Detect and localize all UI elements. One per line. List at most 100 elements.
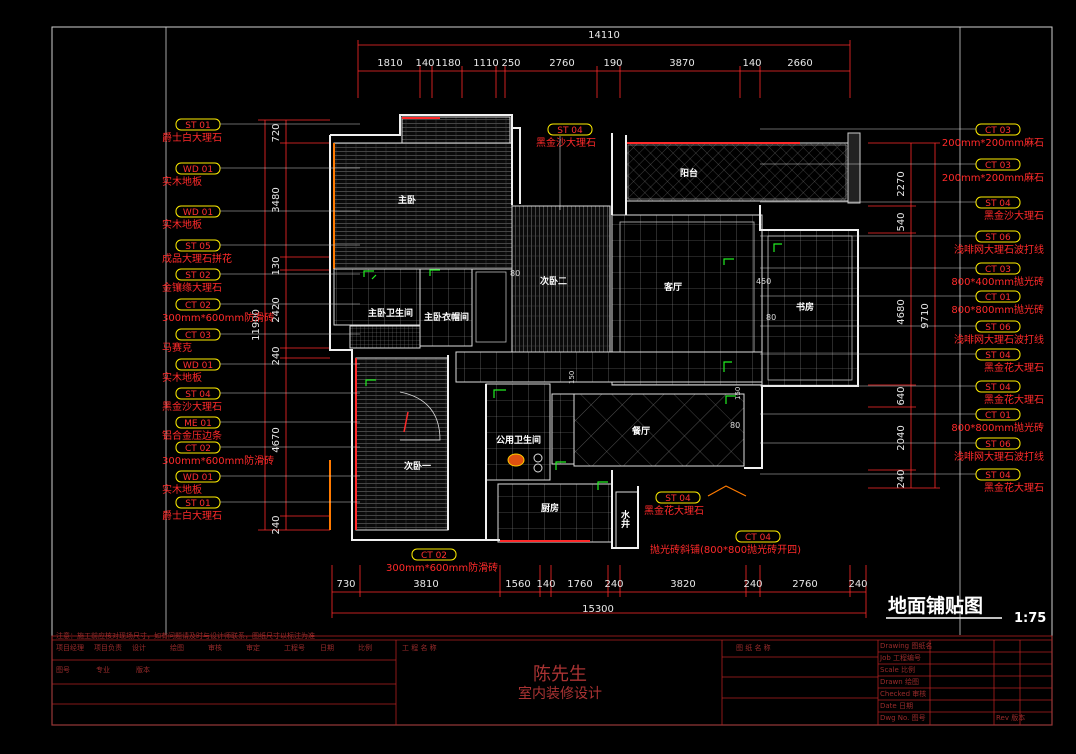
tag-text: 浅啡网大理石波打线 (954, 333, 1044, 346)
dim-top-seg: 3870 (669, 58, 694, 69)
tag-code: ME 01 (184, 419, 212, 429)
svg-text:150: 150 (734, 387, 742, 400)
dim-left-seg: 240 (271, 515, 282, 534)
tag-code: ST 04 (985, 351, 1011, 361)
tag-pill (975, 468, 1021, 481)
title-block-note: 注意：施工前应核对现场尺寸，如有问题请及时与设计师联系，图纸尺寸以标注为准 (56, 631, 315, 640)
tag-text: 800*800mm抛光砖 (951, 421, 1044, 434)
tag-text: 实木地板 (162, 218, 202, 231)
tag-text: 浅啡网大理石波打线 (954, 450, 1044, 463)
tag-code: ST 06 (985, 233, 1011, 243)
label-public-bath: 公用卫生间 (496, 434, 541, 446)
tag-text: 黑金花大理石 (984, 361, 1044, 374)
tag-pill (975, 123, 1021, 136)
tag-text: 实木地板 (162, 371, 202, 384)
svg-text:150: 150 (568, 371, 576, 384)
dim-bottom-seg: 1560 (505, 579, 530, 590)
green-fixtures (363, 243, 782, 490)
svg-text:CT 02: CT 02 (421, 551, 447, 561)
client-name: 陈先生 (533, 664, 587, 685)
center-tag-4: CT 02 300mm*600mm防滑砖 (386, 548, 498, 574)
tag-pill (975, 196, 1021, 209)
tag-code: ST 06 (985, 440, 1011, 450)
svg-text:黑金花大理石: 黑金花大理石 (644, 504, 704, 517)
tag-code: WD 01 (183, 361, 213, 371)
room-balcony (625, 142, 849, 202)
tag-text: 黑金花大理石 (984, 393, 1044, 406)
label-water-shaft: 水井 (619, 509, 630, 529)
tag-pill (175, 470, 221, 483)
tag-code: CT 01 (985, 411, 1011, 421)
tb-cell: 项目经理 (56, 643, 84, 652)
drawing-scale: 1:75 (1014, 611, 1046, 626)
dim-left-seg: 3480 (271, 187, 282, 212)
svg-text:ST 04: ST 04 (557, 126, 583, 136)
room-kitchen (497, 483, 613, 543)
tag-code: CT 02 (185, 301, 211, 311)
tag-code: CT 03 (185, 331, 211, 341)
center-tag-1: ST 04 黑金沙大理石 (536, 123, 596, 210)
tag-code: WD 01 (183, 165, 213, 175)
tag-pill (975, 290, 1021, 303)
bottom-dimensions (331, 565, 867, 618)
tag-pill (975, 380, 1021, 393)
tb-cell: 比例 (358, 643, 372, 652)
top-dimensions (357, 40, 851, 98)
dim-right-seg: 640 (896, 386, 907, 405)
tb-right-cell: Date 日期 (880, 702, 913, 710)
dim-top-segments: 1810 140 1180 1110 250 2760 190 3870 140… (377, 58, 812, 69)
label-dining: 餐厅 (631, 425, 650, 437)
label-balcony: 阳台 (680, 167, 698, 179)
label-second-bedroom-1: 次卧一 (404, 460, 431, 472)
small-notes: 450 80 80 150 150 80 (510, 269, 776, 430)
room-second-bedroom-1 (355, 357, 449, 531)
tag-text: 爵士白大理石 (162, 509, 222, 522)
label-cloakroom: 主卧衣帽间 (424, 311, 469, 323)
tag-code: WD 01 (183, 473, 213, 483)
tb-right-cell: Checked 审核 (880, 689, 926, 698)
tag-pill (175, 239, 221, 252)
tag-code: ST 05 (185, 242, 211, 252)
dim-right-labels: 2270 540 4680 640 2040 240 9710 (896, 171, 931, 488)
tag-code: CT 03 (985, 126, 1011, 136)
tag-text: 黑金沙大理石 (984, 209, 1044, 222)
project-name: 室内装修设计 (518, 685, 602, 702)
tag-text: 浅啡网大理石波打线 (954, 243, 1044, 256)
title-block-project-cell: 工 程 名 称 (402, 643, 437, 652)
tag-pill (175, 205, 221, 218)
room-labels: 主卧 主卧卫生间 主卧衣帽间 次卧二 客厅 阳台 书房 次卧一 公用卫生间 餐厅… (368, 167, 814, 529)
tag-text: 爵士白大理石 (162, 131, 222, 144)
tag-code: CT 01 (985, 293, 1011, 303)
tb-right-cell: Rev 版本 (996, 713, 1025, 722)
left-dimensions (258, 119, 330, 531)
tag-pill (175, 416, 221, 429)
label-study: 书房 (796, 301, 814, 313)
tb-right-cell: Drawn 绘图 (880, 677, 919, 686)
tag-code: ST 04 (985, 471, 1011, 481)
label-kitchen: 厨房 (541, 502, 559, 514)
tag-pill (975, 348, 1021, 361)
tb-right-cell: Scale 比例 (880, 665, 915, 674)
svg-text:ST 04: ST 04 (665, 494, 691, 504)
dim-bottom-seg: 240 (848, 579, 867, 590)
svg-text:300mm*600mm防滑砖: 300mm*600mm防滑砖 (386, 561, 498, 574)
tb-cell: 版本 (136, 665, 150, 674)
dim-top-seg: 1110 (473, 58, 498, 69)
corridor (455, 351, 763, 383)
tag-text: 300mm*600mm防滑砖 (162, 454, 274, 467)
dim-bottom-seg: 1760 (567, 579, 592, 590)
tag-pill (175, 162, 221, 175)
title-block (51, 635, 1053, 726)
